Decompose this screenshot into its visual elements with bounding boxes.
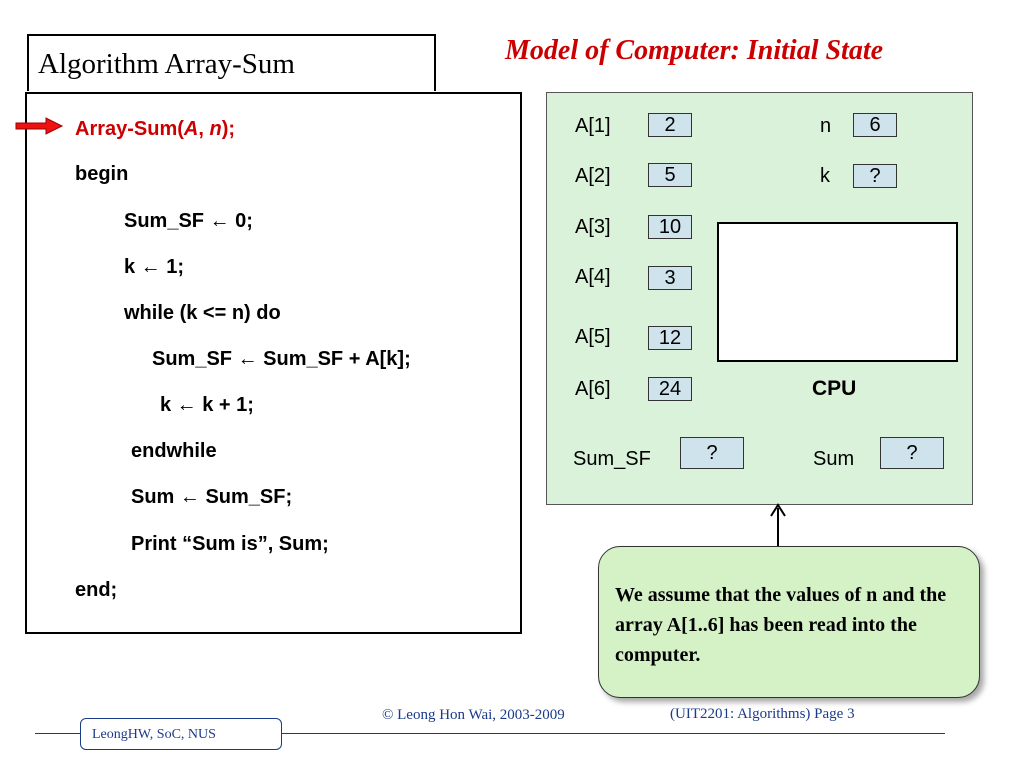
memory-label-a6: A[6] xyxy=(575,378,611,400)
code-line-accumulate: Sum_SF ← Sum_SF + A[k]; xyxy=(152,348,411,370)
arrow-up-icon xyxy=(770,503,786,548)
memory-cell-sum: ? xyxy=(880,437,944,469)
title-box xyxy=(27,34,436,91)
code-sep: , xyxy=(198,118,210,140)
memory-label-k: k xyxy=(820,165,830,187)
code-box xyxy=(25,92,522,634)
code-line-end: end; xyxy=(75,579,118,601)
cpu-box xyxy=(717,222,958,362)
current-line-arrow-icon xyxy=(15,117,64,135)
memory-cell-a3: 10 xyxy=(648,215,692,239)
footer-rule xyxy=(35,733,945,734)
footer-copyright: © Leong Hon Wai, 2003-2009 xyxy=(382,707,565,723)
code-line-increment: k ← k + 1; xyxy=(160,394,254,416)
footer-tab xyxy=(80,718,282,750)
code-line-assign-sum: Sum ← Sum_SF; xyxy=(131,486,293,508)
memory-cell-a6: 24 xyxy=(648,377,692,401)
footer-page-number: (UIT2201: Algorithms) Page 3 xyxy=(670,706,855,722)
footer-author: LeongHW, SoC, NUS xyxy=(92,727,216,742)
memory-label-sum: Sum xyxy=(813,448,855,470)
slide-title: Algorithm Array-Sum xyxy=(38,48,295,80)
memory-cell-a1: 2 xyxy=(648,113,692,137)
code-line-begin: begin xyxy=(75,163,129,185)
cpu-label: CPU xyxy=(812,377,857,400)
code-func-name: Array-Sum( xyxy=(75,118,184,140)
memory-cell-a4: 3 xyxy=(648,266,692,290)
memory-label-a3: A[3] xyxy=(575,216,611,238)
code-arg-n: n xyxy=(209,118,222,140)
callout-box xyxy=(598,546,980,698)
code-line-while: while (k <= n) do xyxy=(124,302,281,324)
code-line-endwhile: endwhile xyxy=(131,440,217,462)
code-line-header: Array-Sum(A, n); xyxy=(75,118,235,141)
memory-cell-n: 6 xyxy=(853,113,897,137)
memory-cell-a2: 5 xyxy=(648,163,692,187)
code-line-print: Print “Sum is”, Sum; xyxy=(131,533,329,555)
memory-label-a4: A[4] xyxy=(575,266,611,288)
memory-label-n: n xyxy=(820,115,832,137)
memory-label-a2: A[2] xyxy=(575,165,611,187)
memory-label-a1: A[1] xyxy=(575,115,611,137)
code-line-init-sum: Sum_SF ← 0; xyxy=(124,210,253,232)
memory-cell-sum-sf: ? xyxy=(680,437,744,469)
memory-cell-a5: 12 xyxy=(648,326,692,350)
memory-cell-k: ? xyxy=(853,164,897,188)
slide-heading: Model of Computer: Initial State xyxy=(505,35,884,66)
code-end: ); xyxy=(221,118,236,140)
code-arg-a: A xyxy=(183,118,199,140)
memory-label-sum-sf: Sum_SF xyxy=(573,448,651,470)
memory-label-a5: A[5] xyxy=(575,326,611,348)
callout-text: We assume that the values of n and the a… xyxy=(615,584,947,666)
code-line-init-k: k ← 1; xyxy=(124,256,185,278)
